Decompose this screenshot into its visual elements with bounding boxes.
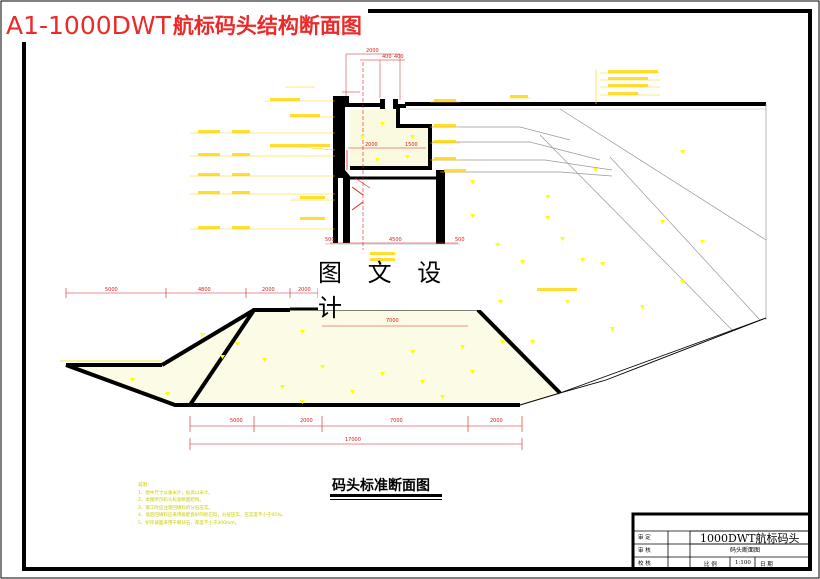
dim-emb-3: 2000: [262, 287, 275, 293]
hatch-mark: [640, 305, 645, 309]
hatch-mark: [680, 150, 685, 154]
hatch-mark: [560, 237, 565, 241]
tb-row-1: 审 定: [638, 535, 651, 541]
hatch-mark: [420, 380, 425, 384]
hatch-mark: [580, 258, 585, 262]
hatch-mark: [460, 345, 465, 349]
hatch-mark: [520, 260, 525, 264]
tb-date-label: 日 期: [760, 562, 773, 568]
hatch-mark: [660, 220, 665, 224]
inner-frame: [22, 9, 812, 571]
note-line: 4、墙后回填料应采用级配良好的砂石料，分层压实，压实度不小于95%。: [138, 513, 286, 518]
hatch-mark: [165, 392, 170, 396]
hatch-mark: [320, 365, 325, 369]
hatch-mark: [300, 330, 305, 334]
hatch-mark: [380, 372, 385, 376]
wall-back-face: [350, 108, 432, 170]
hatch-mark: [280, 385, 285, 389]
watermark: 图 文 设 计: [318, 259, 494, 322]
hatch-mark: [700, 240, 705, 244]
drawing-title-cn: 航标码头结构断面图: [172, 13, 362, 38]
rear-column: [436, 170, 445, 244]
title-block: [631, 512, 812, 571]
dim-mid-1: 2000: [365, 142, 378, 148]
hatch-mark: [200, 333, 205, 337]
note-line: 3、施工时应注意回填料的分层压实。: [138, 505, 213, 511]
hatch-mark: [410, 350, 415, 354]
hatch-mark: [440, 395, 445, 399]
hatch-mark: [610, 327, 615, 331]
pier-section: [190, 53, 767, 331]
left-annotations: [190, 86, 336, 230]
hatch-mark: [530, 340, 535, 344]
slope-line-3: [609, 156, 761, 321]
dim-emb-total: 17000: [345, 437, 361, 443]
tb-row-2: 审 核: [638, 548, 651, 554]
hatch-mark: [545, 216, 550, 220]
hatch-mark: [565, 300, 570, 304]
hatch-mark: [410, 135, 415, 139]
hatch-mark: [405, 155, 410, 159]
note-line: 1、图中尺寸以毫米计，标高以米计。: [138, 490, 213, 496]
hatch-mark: [498, 300, 503, 304]
hatch-mark: [235, 342, 240, 346]
hatch-mark: [300, 400, 305, 404]
dim-emb-b1: 5000: [230, 418, 243, 424]
dim-emb-1: 5000: [105, 287, 118, 293]
hatch-mark: [495, 243, 500, 247]
hatch-mark: [262, 358, 267, 362]
tb-scale-label: 比 例: [704, 562, 717, 568]
drawing-code: A1-1000DWT: [6, 10, 171, 40]
hatch-mark: [470, 180, 475, 184]
dim-bot-3: 500: [455, 237, 465, 243]
dimension-texts: 2000 400 400 2000 1500 500 4500 500 5000…: [105, 48, 503, 443]
hatch-mark: [600, 262, 605, 266]
tb-scale: 1:100: [735, 560, 751, 566]
dim-emb-b4: 2000: [490, 418, 503, 424]
dim-emb-4: 2000: [298, 287, 311, 293]
dim-bot-2: 4500: [389, 237, 402, 243]
note-line: 5、护岸坡面采用干砌块石，厚度不小于300mm。: [138, 520, 240, 526]
hatch-mark: [350, 390, 355, 394]
dim-top-2: 400: [382, 54, 392, 60]
tb-row-3: 校 核: [638, 561, 651, 567]
hatch-mark: [470, 370, 475, 374]
quay-wall: [333, 96, 350, 243]
dim-emb-2: 4800: [198, 287, 211, 293]
hatch-mark: [593, 168, 598, 172]
tb-project: 1000DWT航标码头: [700, 532, 800, 545]
hatch-mark: [545, 195, 550, 199]
note-line: 2、本图所示码头标准断面结构。: [138, 498, 204, 503]
slope-line-2: [539, 134, 733, 331]
dim-emb-b2: 2000: [300, 418, 313, 424]
tb-drawing: 码头断面图: [730, 547, 761, 554]
note-line: 说明：: [138, 483, 152, 488]
fill-hatch-marks: [130, 122, 705, 404]
hatch-mark: [470, 214, 475, 218]
design-notes: 说明： 1、图中尺寸以毫米计，标高以米计。 2、本图所示码头标准断面结构。 3、…: [138, 482, 286, 527]
dim-bot-1: 500: [325, 237, 335, 243]
slope-line-1: [559, 108, 767, 241]
dim-emb-b3: 7000: [390, 418, 403, 424]
hatch-mark: [220, 355, 225, 359]
dim-emb-inner: 7000: [386, 318, 399, 324]
drawing-title: A1-1000DWT 航标码头结构断面图: [4, 8, 368, 42]
dim-top-1: 2000: [366, 48, 379, 54]
tiny-labels: [198, 70, 658, 291]
caption-underline: [330, 494, 442, 497]
hatch-mark: [680, 280, 685, 284]
hatch-mark: [375, 158, 380, 162]
section-caption: 码头标准断面图: [332, 478, 430, 494]
dim-top-3: 400: [394, 54, 404, 60]
hatch-mark: [380, 122, 385, 126]
dim-mid-2: 1500: [405, 142, 418, 148]
hatch-mark: [130, 378, 135, 382]
hatch-mark: [500, 340, 505, 344]
hatch-mark: [360, 135, 365, 139]
caption-underline-thin: [330, 499, 442, 500]
